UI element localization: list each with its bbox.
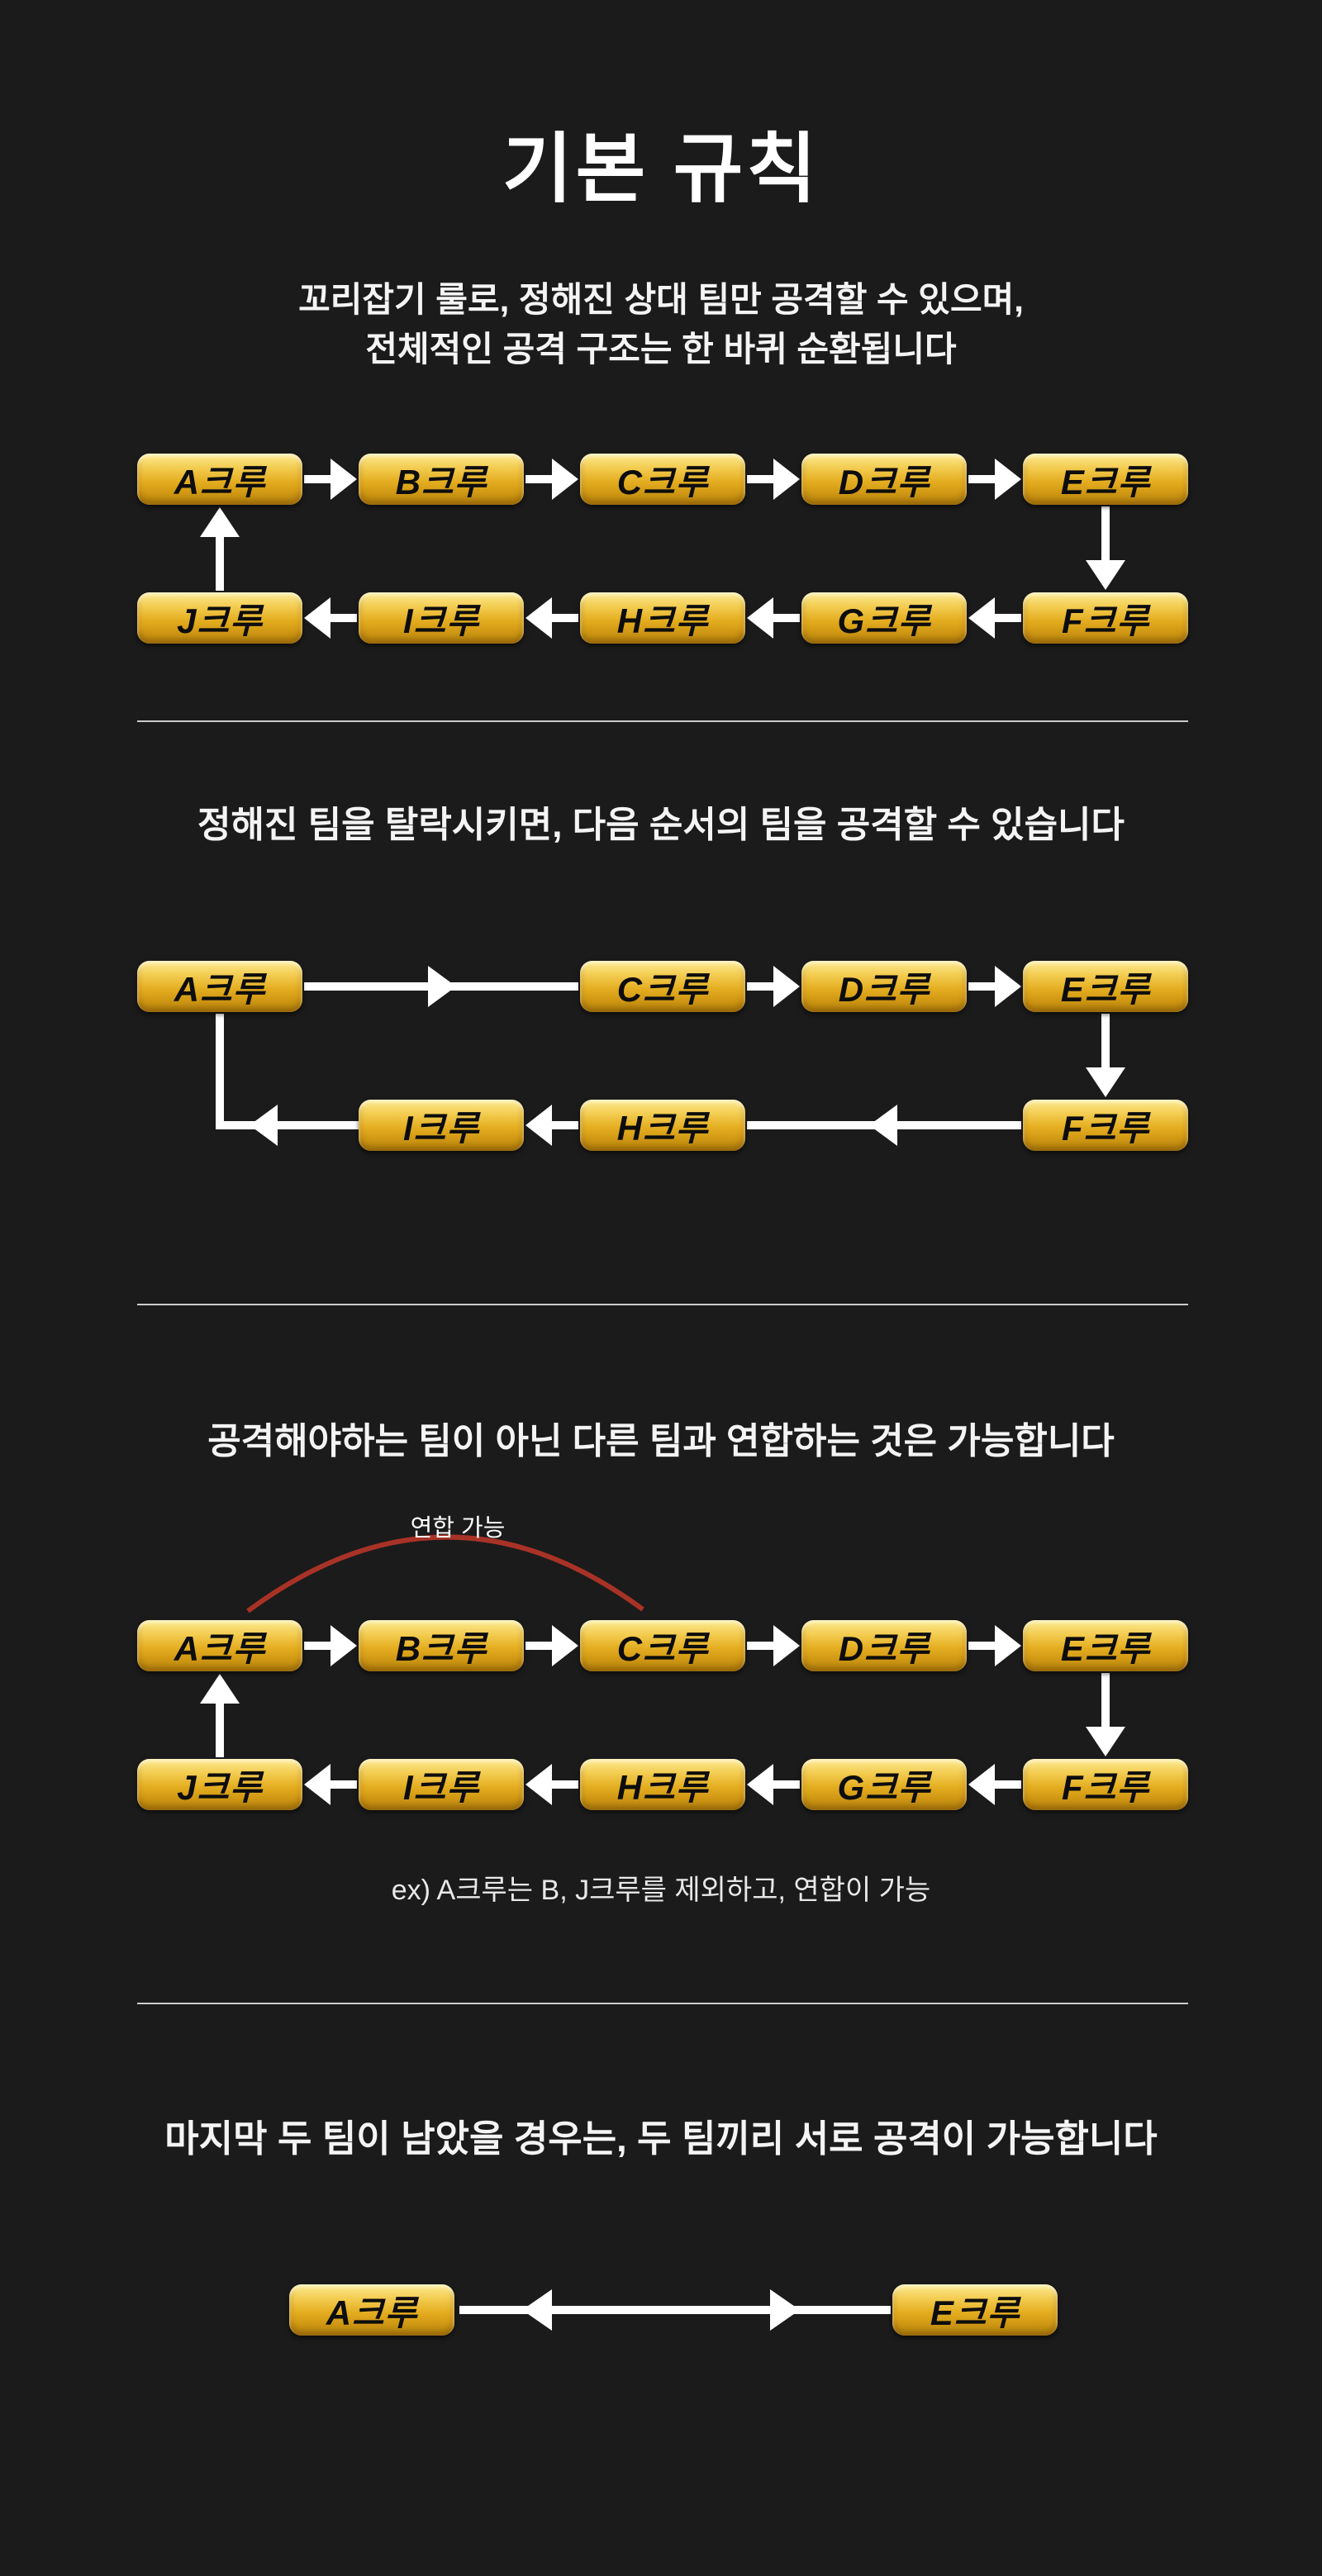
d2-badge-a: A크루 — [137, 961, 302, 1012]
rule2-description: 정해진 팀을 탈락시키면, 다음 순서의 팀을 공격할 수 있습니다 — [197, 805, 1125, 845]
d3-badge-j: J크루 — [137, 1759, 302, 1810]
d1-badge-d: D크루 — [801, 454, 967, 505]
d3-badge-b: B크루 — [359, 1620, 524, 1671]
rule1-line1: 꼬리잡기 룰로, 정해진 상대 팀만 공격할 수 있으며, — [298, 280, 1024, 319]
d2-badge-i: I크루 — [359, 1100, 524, 1151]
d3-badge-h: H크루 — [580, 1759, 745, 1810]
rule3-description: 공격해야하는 팀이 아닌 다른 팀과 연합하는 것은 가능합니다 — [207, 1421, 1115, 1461]
rule1-line2: 전체적인 공격 구조는 한 바퀴 순환됩니다 — [365, 330, 957, 368]
d1-badge-i: I크루 — [359, 592, 524, 644]
rule4-description: 마지막 두 팀이 남았을 경우는, 두 팀끼리 서로 공격이 가능합니다 — [164, 2117, 1158, 2160]
d2-badge-h: H크루 — [580, 1100, 745, 1151]
d2-badge-d: D크루 — [801, 961, 967, 1012]
duel-arrows — [459, 2289, 891, 2331]
alliance-label: 연합 가능 — [410, 1515, 506, 1542]
d2-badge-e: E크루 — [1023, 961, 1188, 1012]
alliance-arc — [246, 1534, 644, 1614]
section-divider-3 — [137, 2003, 1188, 2004]
page-title: 기본 규칙 — [502, 127, 820, 211]
d1-badge-b: B크루 — [359, 454, 524, 505]
section-divider-1 — [137, 720, 1188, 722]
d1-badge-g: G크루 — [801, 592, 967, 644]
alliance-example-text: ex) A크루는 B, J크루를 제외하고, 연합이 가능 — [391, 1875, 931, 1906]
d1-badge-f: F크루 — [1023, 592, 1188, 644]
d1-badge-j: J크루 — [137, 592, 302, 644]
rule1-description: 꼬리잡기 룰로, 정해진 상대 팀만 공격할 수 있으며, 전체적인 공격 구조… — [0, 275, 1322, 374]
section-divider-2 — [137, 1304, 1188, 1305]
d1-badge-h: H크루 — [580, 592, 745, 644]
d4-badge-e: E크루 — [892, 2284, 1058, 2336]
d4-badge-a: A크루 — [289, 2284, 454, 2336]
d3-badge-c: C크루 — [580, 1620, 745, 1671]
d3-badge-d: D크루 — [801, 1620, 967, 1671]
d3-badge-g: G크루 — [801, 1759, 967, 1810]
d1-badge-c: C크루 — [580, 454, 745, 505]
d2-badge-f: F크루 — [1023, 1100, 1188, 1151]
d1-badge-e: E크루 — [1023, 454, 1188, 505]
d3-badge-a: A크루 — [137, 1620, 302, 1671]
d2-badge-c: C크루 — [580, 961, 745, 1012]
d1-badge-a: A크루 — [137, 454, 302, 505]
d3-badge-i: I크루 — [359, 1759, 524, 1810]
d3-badge-e: E크루 — [1023, 1620, 1188, 1671]
d3-badge-f: F크루 — [1023, 1759, 1188, 1810]
